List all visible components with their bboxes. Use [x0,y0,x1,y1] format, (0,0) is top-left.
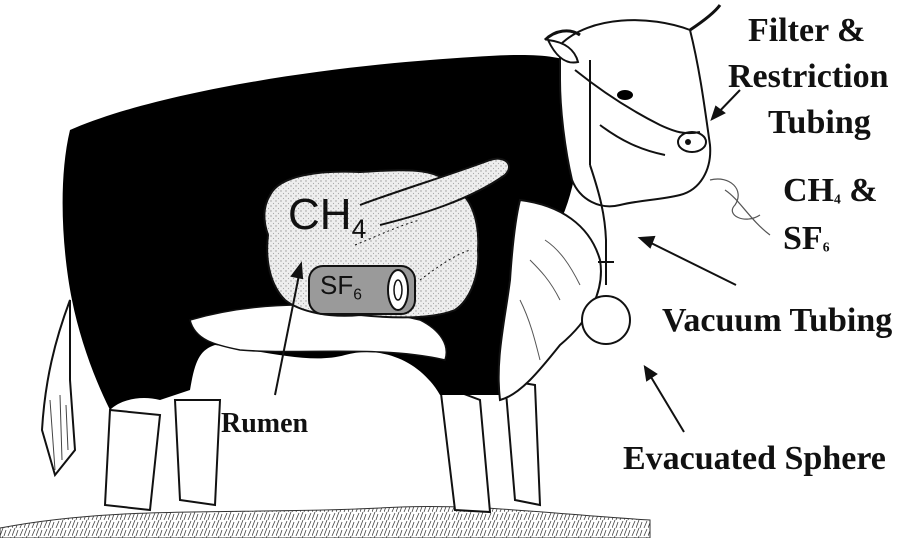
filter-label-line3: Tubing [768,104,871,142]
grass-ground [0,506,650,538]
rumen-label: Rumen [221,408,308,440]
chest-white [499,200,601,400]
front-leg [440,385,490,512]
gas-ch4-label: CH4 & [783,172,878,210]
capsule-sf6-label: SF6 [320,270,362,304]
hind-leg [105,410,160,510]
front-leg-2 [505,380,540,505]
nose [678,132,706,152]
evacuated-sphere-shape [582,296,630,344]
gas-sf6-label: SF6 [783,220,829,258]
filter-label-line1: Filter & [748,12,865,50]
horn-right [690,5,720,30]
cow-head [560,20,710,206]
rumen-ch4-label: CH4 [288,190,366,245]
breath [710,179,770,235]
filter-label-line2: Restriction [728,58,889,96]
tail [42,300,75,475]
hind-leg-2 [175,400,220,505]
vacuum-tubing-label: Vacuum Tubing [662,302,892,340]
eye [617,90,633,100]
evacuated-sphere-label: Evacuated Sphere [623,440,886,478]
